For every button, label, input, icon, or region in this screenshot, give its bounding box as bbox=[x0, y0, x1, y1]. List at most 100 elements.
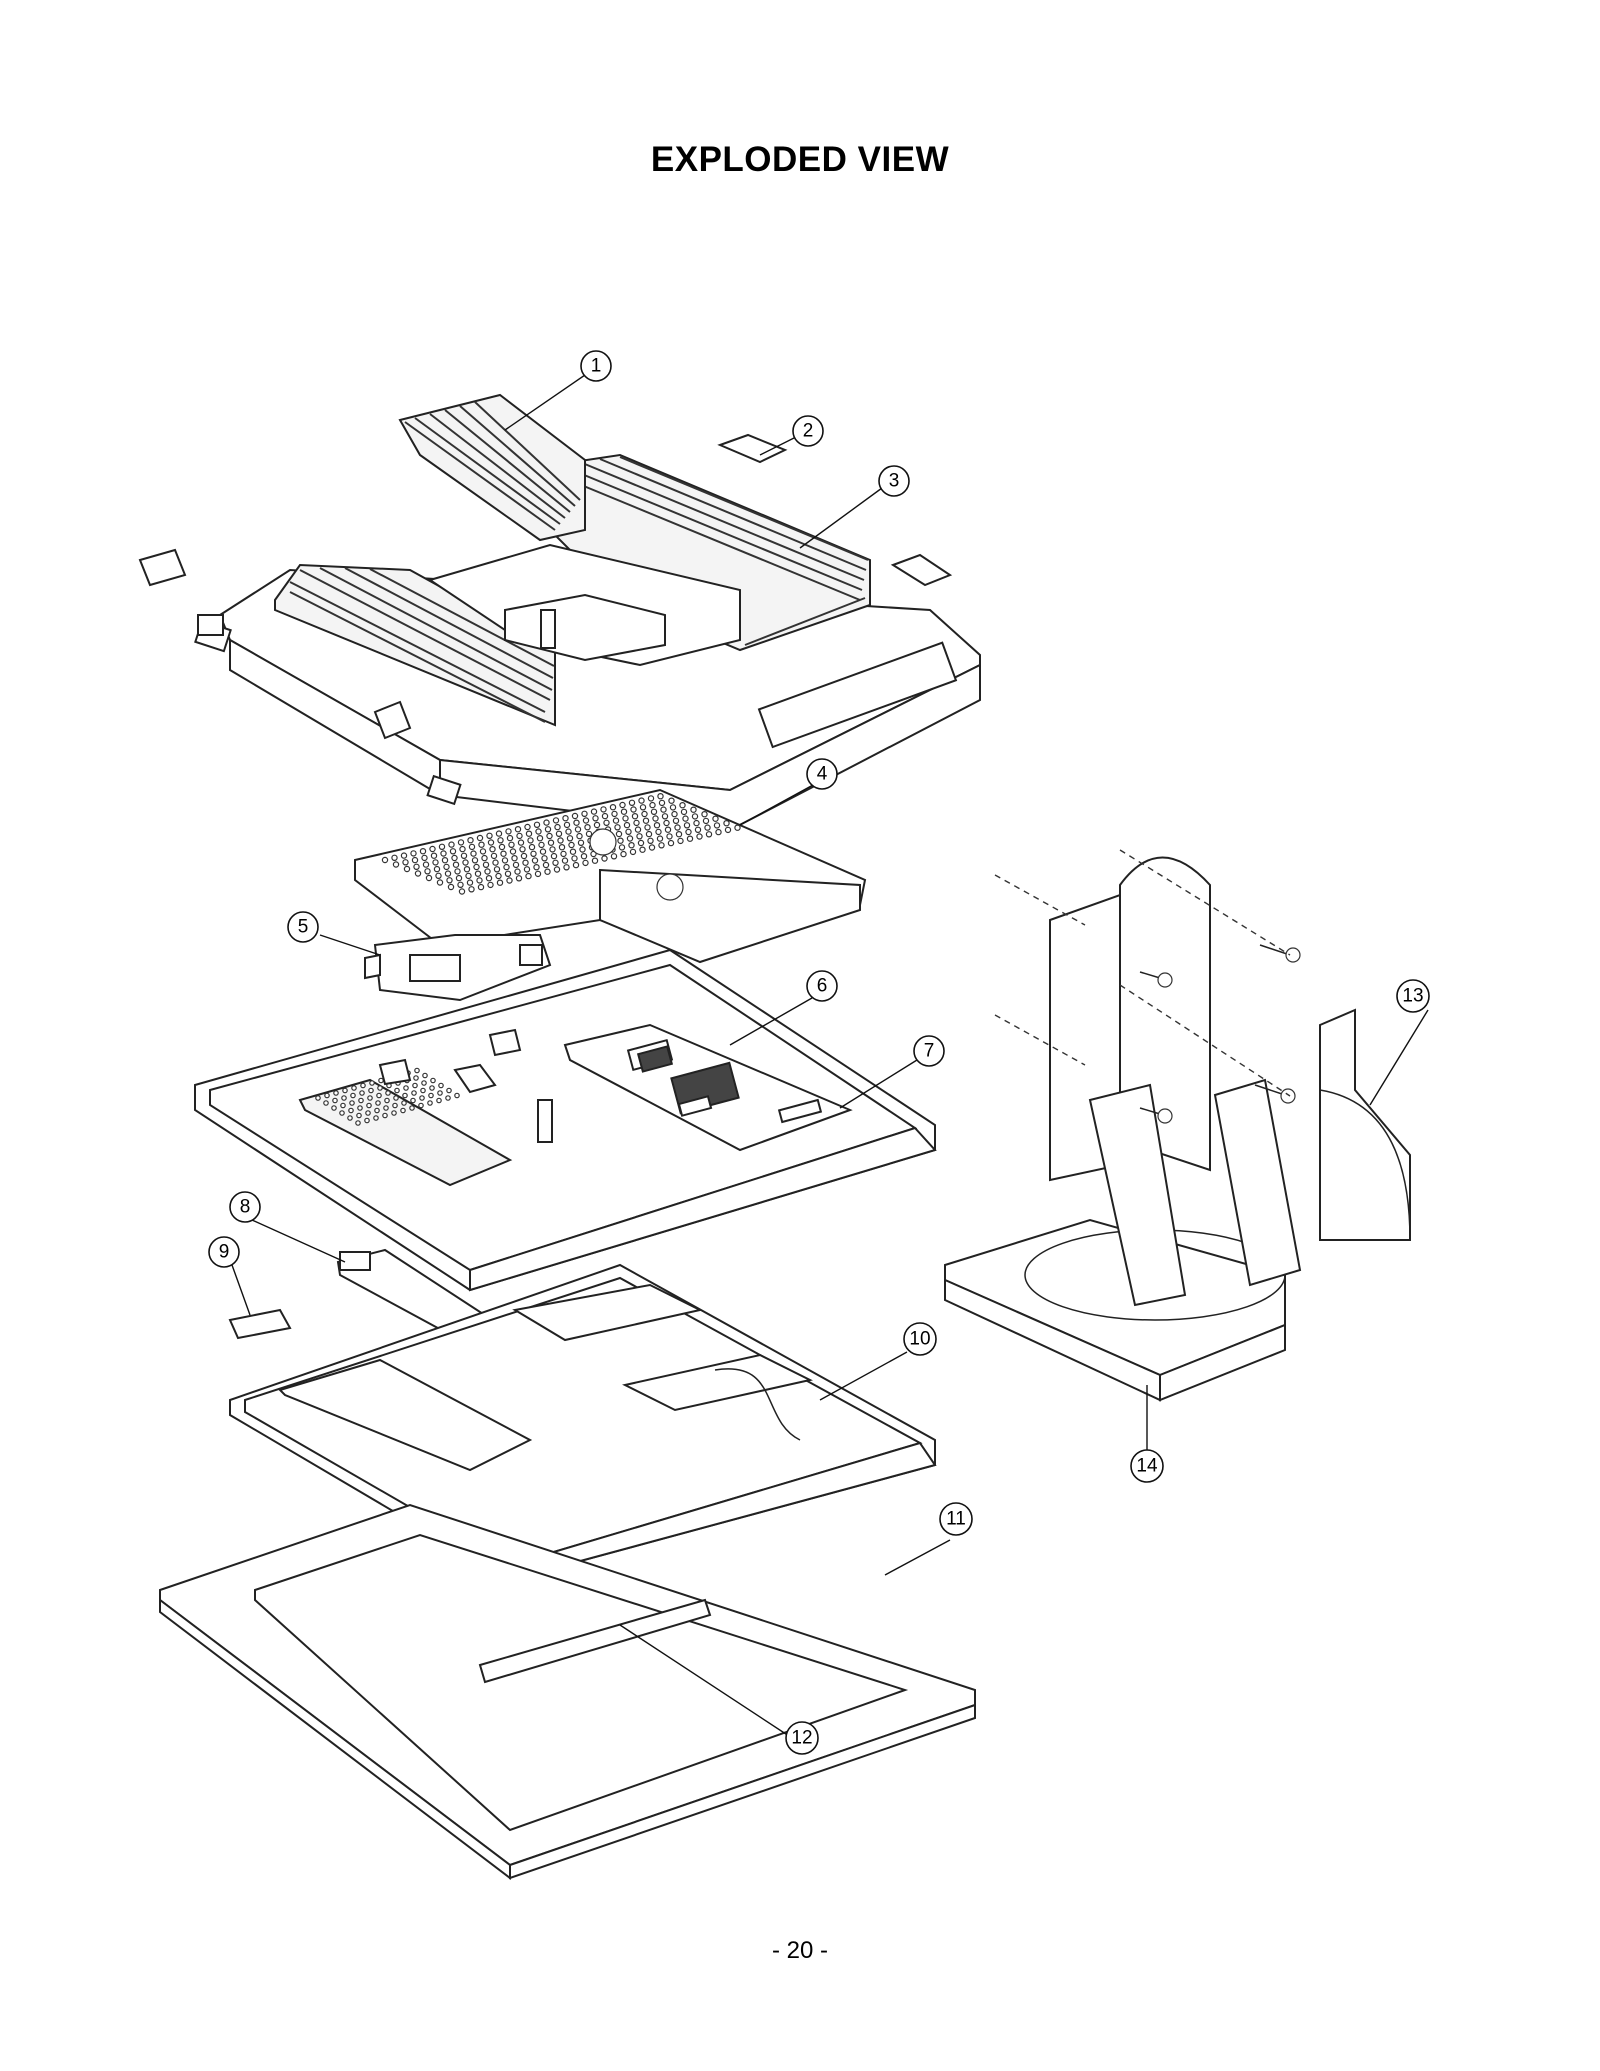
perforation-hole bbox=[573, 819, 580, 826]
perforation-hole bbox=[557, 837, 564, 844]
perforation-hole bbox=[385, 1090, 391, 1096]
perforation-hole bbox=[702, 817, 710, 825]
perforation-hole bbox=[667, 839, 675, 847]
callout-4: 4 bbox=[806, 758, 838, 790]
perforation-hole bbox=[478, 841, 485, 848]
perforation-hole bbox=[462, 859, 469, 866]
perforation-hole bbox=[492, 859, 499, 866]
perforation-hole bbox=[563, 864, 570, 871]
lcd-panel bbox=[229, 1263, 937, 1582]
perforation-hole bbox=[374, 1107, 380, 1114]
perforation-hole bbox=[418, 1102, 424, 1109]
perforation-hole bbox=[539, 848, 547, 855]
callout-12: 12 bbox=[785, 1721, 819, 1755]
perforation-hole bbox=[495, 830, 503, 837]
perforation-hole bbox=[402, 1092, 408, 1099]
perforation-hole bbox=[617, 837, 624, 844]
perforation-hole bbox=[474, 870, 482, 877]
perforation-hole bbox=[357, 1105, 363, 1111]
main-pcb bbox=[563, 1023, 853, 1152]
perforation-hole bbox=[339, 1110, 345, 1116]
perforation-hole bbox=[411, 1090, 417, 1096]
perforation-hole bbox=[622, 815, 629, 822]
perforation-hole bbox=[413, 863, 420, 871]
perforation-hole bbox=[429, 1085, 435, 1091]
perforation-hole bbox=[392, 1102, 398, 1109]
perforation-hole bbox=[497, 837, 504, 844]
perforation-hole bbox=[315, 1095, 321, 1101]
perforation-hole bbox=[656, 835, 664, 842]
perforation-hole bbox=[487, 881, 494, 889]
perforation-hole bbox=[558, 844, 566, 851]
perforation-hole bbox=[580, 853, 588, 860]
heatsink-rail bbox=[398, 393, 586, 542]
perforation-hole bbox=[393, 1095, 399, 1101]
perforation-hole bbox=[382, 1112, 388, 1119]
svg-text:9: 9 bbox=[219, 1242, 230, 1263]
perforation-hole bbox=[333, 1090, 339, 1096]
perforation-hole bbox=[553, 866, 561, 873]
perforation-hole bbox=[524, 823, 531, 831]
perforation-hole bbox=[512, 861, 520, 869]
perforation-hole bbox=[323, 1100, 329, 1106]
svg-text:5: 5 bbox=[298, 917, 309, 938]
screw-4 bbox=[1139, 1107, 1173, 1124]
perforation-hole bbox=[623, 821, 631, 829]
perforation-hole bbox=[611, 810, 618, 818]
perforation-hole bbox=[436, 1097, 442, 1104]
perforation-hole bbox=[498, 843, 506, 851]
perforation-hole bbox=[376, 1092, 382, 1099]
perforation-hole bbox=[569, 848, 577, 855]
perforation-hole bbox=[367, 1095, 373, 1101]
perforation-hole bbox=[467, 837, 474, 844]
perforation-hole bbox=[430, 1077, 436, 1084]
perforation-hole bbox=[425, 874, 433, 882]
perforation-hole bbox=[401, 1100, 407, 1106]
perforation-hole bbox=[685, 828, 692, 836]
perforation-hole bbox=[544, 868, 551, 875]
perforation-hole bbox=[645, 830, 653, 838]
perforation-hole bbox=[712, 815, 719, 822]
chassis-perforation bbox=[315, 1067, 460, 1126]
perforation-hole bbox=[419, 848, 427, 855]
perforation-hole bbox=[612, 817, 620, 824]
perforation-hole bbox=[421, 1080, 427, 1086]
perforation-hole bbox=[458, 888, 466, 895]
perforation-hole bbox=[400, 852, 408, 859]
perforation-hole bbox=[563, 821, 571, 829]
perforation-hole bbox=[332, 1097, 338, 1104]
callout-10: 10 bbox=[903, 1322, 937, 1356]
perforation-hole bbox=[579, 846, 586, 853]
perforation-hole bbox=[428, 1092, 434, 1099]
perforation-hole bbox=[360, 1082, 366, 1089]
perforation-hole bbox=[658, 799, 666, 807]
perforation-hole bbox=[364, 1117, 370, 1124]
perforation-hole bbox=[485, 875, 493, 882]
perforation-hole bbox=[358, 1097, 364, 1104]
perforation-hole bbox=[422, 1072, 428, 1079]
connector-board bbox=[364, 934, 552, 1002]
perforation-hole bbox=[470, 850, 477, 857]
perforation-hole bbox=[601, 855, 608, 862]
page-title: EXPLODED VIEW bbox=[650, 140, 950, 179]
perforation-hole bbox=[355, 1120, 361, 1126]
svg-text:7: 7 bbox=[924, 1041, 935, 1062]
perforation-hole bbox=[331, 1105, 337, 1111]
perforation-hole bbox=[424, 868, 431, 875]
perforation-hole bbox=[693, 819, 700, 827]
perforation-hole bbox=[661, 813, 669, 820]
perforation-hole bbox=[514, 868, 521, 875]
perforation-hole bbox=[391, 1110, 397, 1116]
perforation-hole bbox=[675, 831, 683, 838]
perforation-hole bbox=[413, 1075, 419, 1081]
callout-6: 6 bbox=[806, 970, 838, 1002]
perforation-hole bbox=[582, 817, 590, 824]
perforation-hole bbox=[677, 837, 684, 845]
perforation-hole bbox=[648, 844, 656, 851]
perforation-hole bbox=[519, 846, 526, 853]
callout-2: 2 bbox=[792, 415, 824, 447]
perforation-hole bbox=[514, 826, 522, 833]
perforation-hole bbox=[341, 1095, 347, 1101]
perforation-hole bbox=[348, 1107, 354, 1114]
